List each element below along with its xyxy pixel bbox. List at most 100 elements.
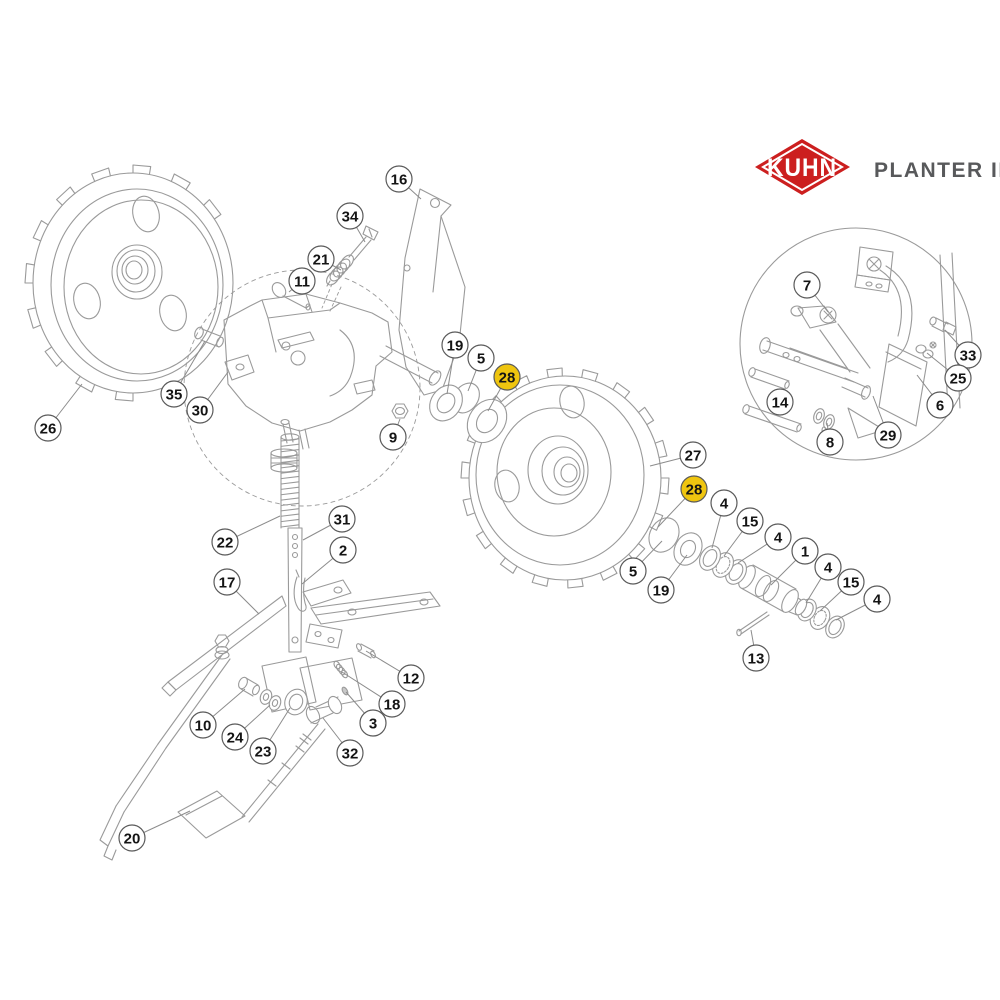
callout-4[interactable]: 4 bbox=[737, 523, 792, 564]
upper-bearing-set-drawing bbox=[429, 382, 508, 444]
callout-15[interactable]: 15 bbox=[723, 507, 764, 557]
callout-9[interactable]: 9 bbox=[379, 418, 407, 451]
callout-bubble[interactable] bbox=[379, 423, 407, 451]
callout-bubble[interactable] bbox=[647, 576, 675, 604]
callout-bubble[interactable] bbox=[160, 380, 188, 408]
callout-number: 19 bbox=[447, 338, 464, 355]
callout-bubble-highlighted[interactable] bbox=[493, 363, 521, 391]
callout-6[interactable]: 6 bbox=[916, 374, 954, 419]
callout-bubble[interactable] bbox=[378, 690, 406, 718]
callout-bubble[interactable] bbox=[764, 523, 792, 551]
callout-31[interactable]: 31 bbox=[302, 505, 356, 541]
callout-13[interactable]: 13 bbox=[742, 629, 770, 672]
callout-bubble[interactable] bbox=[954, 341, 982, 369]
callout-bubble[interactable] bbox=[793, 271, 821, 299]
product-name-text: PLANTER II bbox=[874, 159, 1000, 182]
callout-33[interactable]: 33 bbox=[944, 329, 982, 369]
callout-bubble[interactable] bbox=[329, 536, 357, 564]
callout-27[interactable]: 27 bbox=[649, 441, 707, 469]
callout-4[interactable]: 4 bbox=[835, 585, 891, 621]
callout-35[interactable]: 35 bbox=[160, 340, 206, 408]
callout-bubble[interactable] bbox=[679, 441, 707, 469]
callout-bubble[interactable] bbox=[736, 507, 764, 535]
callout-16[interactable]: 16 bbox=[385, 165, 422, 200]
callout-bubble[interactable] bbox=[816, 428, 844, 456]
callout-24[interactable]: 24 bbox=[221, 704, 271, 751]
callout-number: 23 bbox=[255, 744, 272, 761]
callout-bubble[interactable] bbox=[221, 723, 249, 751]
callout-32[interactable]: 32 bbox=[322, 717, 364, 767]
callout-11[interactable]: 11 bbox=[288, 267, 316, 295]
callout-4[interactable]: 4 bbox=[710, 489, 738, 549]
callout-17[interactable]: 17 bbox=[213, 568, 260, 615]
callout-bubble[interactable] bbox=[186, 396, 214, 424]
callout-26[interactable]: 26 bbox=[34, 383, 83, 442]
callout-21[interactable]: 21 bbox=[307, 245, 342, 273]
callout-12[interactable]: 12 bbox=[365, 650, 425, 692]
callout-bubble[interactable] bbox=[397, 664, 425, 692]
callout-1[interactable]: 1 bbox=[770, 537, 819, 586]
callout-bubble[interactable] bbox=[249, 737, 277, 765]
callout-22[interactable]: 22 bbox=[211, 515, 281, 556]
callout-34[interactable]: 34 bbox=[336, 202, 366, 243]
callout-5[interactable]: 5 bbox=[619, 540, 663, 585]
callout-10[interactable]: 10 bbox=[189, 688, 246, 739]
callout-bubble[interactable] bbox=[441, 331, 469, 359]
callout-bubble[interactable] bbox=[837, 568, 865, 596]
callout-19[interactable]: 19 bbox=[441, 331, 469, 395]
callout-number: 4 bbox=[873, 592, 882, 609]
callout-30[interactable]: 30 bbox=[186, 371, 229, 424]
latch-hook-drawing bbox=[293, 569, 307, 612]
scraper-drawing bbox=[177, 723, 326, 839]
callout-2[interactable]: 2 bbox=[301, 536, 357, 585]
shank-housing-drawing bbox=[223, 293, 393, 473]
callout-29[interactable]: 29 bbox=[872, 395, 902, 449]
callout-25[interactable]: 25 bbox=[926, 352, 972, 392]
callout-3[interactable]: 3 bbox=[345, 691, 387, 737]
callout-4[interactable]: 4 bbox=[805, 553, 842, 604]
callout-bubble[interactable] bbox=[619, 557, 647, 585]
callout-bubble[interactable] bbox=[814, 553, 842, 581]
callout-bubble[interactable] bbox=[791, 537, 819, 565]
callout-number: 17 bbox=[219, 575, 236, 592]
callout-bubble[interactable] bbox=[213, 568, 241, 596]
callout-20[interactable]: 20 bbox=[118, 810, 191, 852]
callout-bubble[interactable] bbox=[467, 344, 495, 372]
callout-14[interactable]: 14 bbox=[766, 388, 794, 416]
callout-number: 24 bbox=[227, 730, 244, 747]
callout-19[interactable]: 19 bbox=[647, 554, 688, 604]
callout-bubble[interactable] bbox=[211, 528, 239, 556]
callout-bubble[interactable] bbox=[385, 165, 413, 193]
callout-number: 35 bbox=[166, 387, 183, 404]
callout-28[interactable]: 28 bbox=[487, 363, 521, 412]
callout-18[interactable]: 18 bbox=[341, 671, 406, 718]
callout-7[interactable]: 7 bbox=[793, 271, 829, 313]
callout-bubble[interactable] bbox=[359, 709, 387, 737]
callout-bubble[interactable] bbox=[336, 739, 364, 767]
callout-number: 4 bbox=[774, 530, 783, 547]
callout-bubble[interactable] bbox=[874, 421, 902, 449]
callout-bubble[interactable] bbox=[34, 414, 62, 442]
callout-bubble-highlighted[interactable] bbox=[680, 475, 708, 503]
callout-15[interactable]: 15 bbox=[819, 568, 865, 612]
callout-bubble[interactable] bbox=[710, 489, 738, 517]
callout-28[interactable]: 28 bbox=[657, 475, 708, 528]
callout-bubble[interactable] bbox=[189, 711, 217, 739]
callout-bubble[interactable] bbox=[742, 644, 770, 672]
callout-8[interactable]: 8 bbox=[816, 422, 844, 456]
callout-bubble[interactable] bbox=[328, 505, 356, 533]
mounting-plates-drawing bbox=[302, 579, 441, 649]
callout-bubble[interactable] bbox=[863, 585, 891, 613]
callout-bubble[interactable] bbox=[944, 364, 972, 392]
callout-bubble[interactable] bbox=[766, 388, 794, 416]
callout-bubble[interactable] bbox=[307, 245, 335, 273]
callout-bubble[interactable] bbox=[288, 267, 316, 295]
callout-bubble[interactable] bbox=[118, 824, 146, 852]
callout-bubble[interactable] bbox=[926, 391, 954, 419]
callout-number: 18 bbox=[384, 697, 401, 714]
hex-nut-drawing bbox=[391, 403, 409, 419]
callout-bubble[interactable] bbox=[336, 202, 364, 230]
callout-5[interactable]: 5 bbox=[467, 344, 495, 392]
callout-23[interactable]: 23 bbox=[249, 707, 291, 765]
